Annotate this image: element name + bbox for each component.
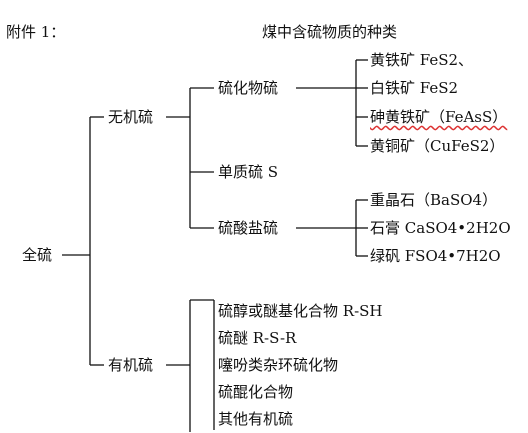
organic-item: 硫醇或醚基化合物 R-SH	[218, 302, 383, 320]
sulfate-item: 绿矾 FSO4•7H2O	[370, 247, 501, 265]
node-sulfide-sulfur: 硫化物硫	[218, 79, 279, 97]
sulfide-item: 黄铜矿（CuFeS2）	[370, 137, 505, 155]
diagram-title: 煤中含硫物质的种类	[262, 23, 398, 41]
organic-item: 硫醚 R-S-R	[218, 329, 297, 347]
sulfate-item: 石膏 CaSO4•2H2O	[370, 219, 511, 237]
node-organic-sulfur: 有机硫	[108, 356, 154, 374]
root-node-total-sulfur: 全硫	[22, 246, 53, 264]
sulfide-item: 黄铁矿 FeS2、	[370, 51, 474, 69]
node-elemental-sulfur: 单质硫 S	[218, 163, 279, 181]
sulfide-item: 砷黄铁矿（FeAsS）	[370, 108, 508, 126]
node-inorganic-sulfur: 无机硫	[108, 108, 154, 126]
organic-item: 硫醌化合物	[218, 383, 294, 401]
sulfate-item: 重晶石（BaSO4）	[370, 191, 498, 209]
organic-item: 噻吩类杂环硫化物	[218, 356, 339, 374]
node-sulfate-sulfur: 硫酸盐硫	[218, 219, 279, 237]
sulfide-item: 白铁矿 FeS2	[370, 79, 459, 97]
attachment-label: 附件 1：	[6, 23, 66, 41]
organic-item: 其他有机硫	[218, 410, 294, 428]
